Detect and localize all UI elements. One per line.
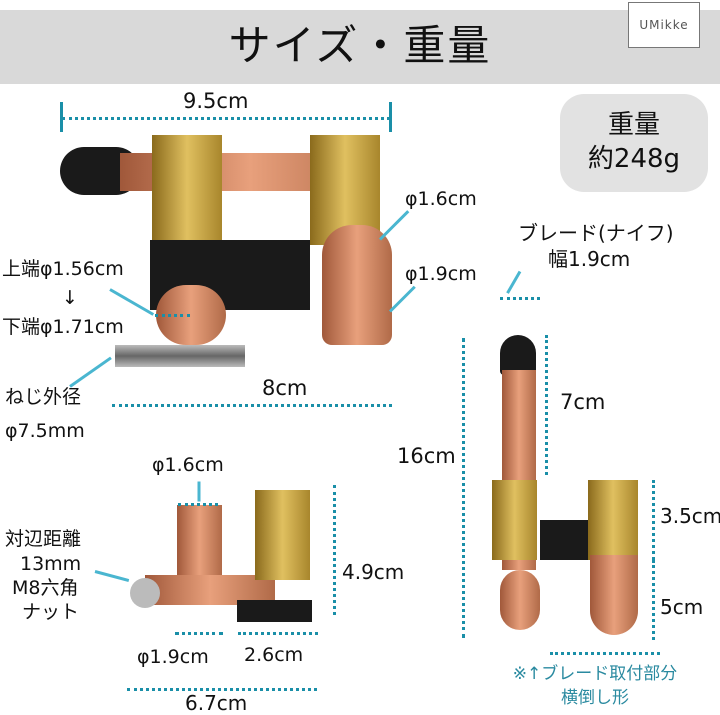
blade-tip <box>500 335 536 375</box>
blade-label: ブレード(ナイフ) <box>518 221 674 245</box>
blade-note-line1: ※↑ブレード取付部分 <box>512 664 678 684</box>
lower-height-label: 5cm <box>660 595 704 619</box>
page-title: サイズ・重量 <box>228 21 492 70</box>
clamp-dimension-line <box>155 314 190 317</box>
nut-label-4: ナット <box>22 601 80 623</box>
post-diameter-arrow <box>197 481 201 502</box>
top-view-product <box>60 135 410 395</box>
clamp-top-label: 上端φ1.56cm <box>2 258 124 280</box>
base-length-label: 8cm <box>262 376 308 400</box>
blade-insulator <box>540 520 590 560</box>
total-width-line <box>127 688 317 691</box>
block-width-line <box>238 632 318 635</box>
terminal-post <box>322 225 392 345</box>
side-height-line <box>333 485 336 615</box>
total-height-line <box>462 338 465 638</box>
blade-width-label: 幅1.9cm <box>548 247 631 271</box>
clamp-arrow: ↓ <box>62 287 78 309</box>
clamp-bottom-label: 下端φ1.71cm <box>2 316 124 338</box>
base-diameter-label: φ1.9cm <box>137 646 209 668</box>
width-dimension-line <box>62 117 390 120</box>
weight-label: 重量 <box>607 110 660 140</box>
hex-nut <box>130 578 160 608</box>
bolt-diameter-label: φ1.6cm <box>405 188 477 210</box>
mount-plate <box>590 555 638 635</box>
blade-clip <box>492 480 537 560</box>
mount-height-line <box>652 480 655 560</box>
blade-clamp <box>500 570 540 630</box>
nut-label-3: M8六角 <box>12 577 79 599</box>
weight-badge: 重量 約248g <box>560 94 708 192</box>
post-diameter-line <box>178 503 218 506</box>
block-width-label: 2.6cm <box>244 644 304 666</box>
blade-note: ※↑ブレード取付部分 横倒し形 <box>470 662 720 710</box>
nut-arrow <box>94 570 130 583</box>
bolt <box>115 345 245 367</box>
side-height-label: 4.9cm <box>342 560 405 584</box>
blade-base-line <box>550 652 660 655</box>
lower-height-line <box>652 560 655 640</box>
brand-logo: UMikke <box>628 2 700 48</box>
width-label: 9.5cm <box>183 89 249 113</box>
base-length-line <box>112 404 392 407</box>
terminal-diameter-label: φ1.9cm <box>405 263 477 285</box>
nut-label-2: 13mm <box>20 553 82 575</box>
post-diameter-label: φ1.6cm <box>152 454 224 476</box>
width-tick-left <box>60 102 63 132</box>
total-height-label: 16cm <box>397 444 456 468</box>
total-width-label: 6.7cm <box>185 691 248 715</box>
mount-clip <box>588 480 638 560</box>
blade-width-line <box>500 297 540 300</box>
header-band <box>0 10 720 84</box>
blade-upper-label: 7cm <box>560 390 606 414</box>
blade-width-arrow <box>506 270 522 294</box>
screw-label: ねじ外径 <box>5 386 82 408</box>
screw-diameter-label: φ7.5mm <box>5 420 85 442</box>
mount-height-label: 3.5cm <box>660 504 720 528</box>
blade-view-product <box>480 330 650 650</box>
side-spring-clip <box>255 490 310 580</box>
side-view-product <box>125 480 335 630</box>
width-tick-right <box>389 102 392 132</box>
weight-value: 約248g <box>587 144 681 174</box>
blade-upper-line <box>545 335 548 475</box>
base-diameter-line <box>175 632 223 635</box>
nut-label-1: 対辺距離 <box>5 528 82 550</box>
side-insulator <box>237 600 312 622</box>
side-post <box>177 505 222 580</box>
blade-note-line2: 横倒し形 <box>561 688 629 708</box>
